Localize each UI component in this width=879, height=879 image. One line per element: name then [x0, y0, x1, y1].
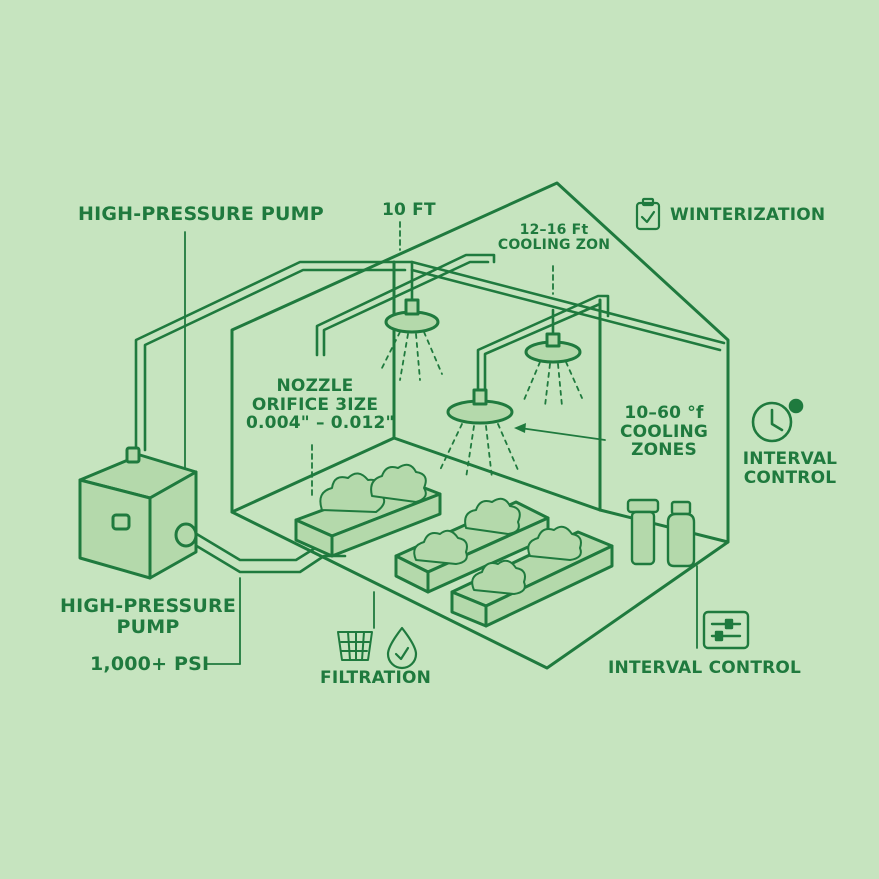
winterization-label: WINTERIZATION [670, 205, 826, 225]
pump-bottom-line-1: HIGH-PRESSURE [59, 595, 237, 617]
mist-pipes [134, 253, 726, 452]
pump-bottom-label: HIGH-PRESSURE PUMP [58, 596, 238, 638]
plants [319, 463, 582, 595]
callout-lines [184, 221, 698, 665]
nozzle-line-3: 0.004" – 0.012" [246, 413, 395, 434]
height-label: 10 FT [382, 200, 436, 220]
cooling-zones-line-1: 10–60 °f [624, 403, 704, 423]
nozzle-line-2: ORIFICE 3IZE [251, 394, 379, 415]
mist-spray [379, 331, 583, 479]
nozzle-3 [446, 388, 514, 425]
cooling-zone-line-2: COOLING ZON [497, 237, 611, 254]
filter-cartridge-icon [626, 498, 660, 566]
interval-control-right-label: INTERVAL CONTROL [738, 450, 842, 487]
nozzle-label: NOZZLE ORIFICE 3IZE 0.004" – 0.012" [246, 376, 395, 434]
pump-top-label: HIGH-PRESSURE PUMP [78, 203, 324, 225]
pump-box [78, 446, 198, 580]
sliders-control-icon [702, 610, 750, 650]
cooling-zones-line-2: COOLING [619, 421, 709, 442]
filter-basket-icon [337, 631, 373, 661]
nozzle-1 [384, 298, 440, 334]
cooling-zone-label: 12–16 Ft COOLING ZON [496, 222, 612, 254]
ph-bottle-icon [666, 500, 696, 568]
clipboard-check-icon [635, 197, 661, 231]
water-drop-icon [386, 626, 418, 670]
interval-control-right-line-1: INTERVAL [742, 449, 838, 469]
nozzle-line-1: NOZZLE [276, 376, 354, 396]
greenhouse-frame [230, 181, 730, 670]
cooling-zone-line-1: 12–16 Ft [519, 222, 589, 238]
pump-bottom-line-2: PUMP [116, 615, 180, 638]
clock-icon [751, 398, 804, 443]
cooling-zones-line-3: ZONES [631, 440, 697, 461]
psi-label: 1,000+ PSI [90, 653, 210, 675]
filtration-label: FILTRATION [320, 668, 432, 688]
nozzle-2 [524, 332, 582, 364]
interval-control-bottom-label: INTERVAL CONTROL [608, 658, 802, 678]
interval-control-right-line-2: CONTROL [743, 467, 837, 488]
cooling-zones-label: 10–60 °f COOLING ZONES [608, 404, 720, 460]
